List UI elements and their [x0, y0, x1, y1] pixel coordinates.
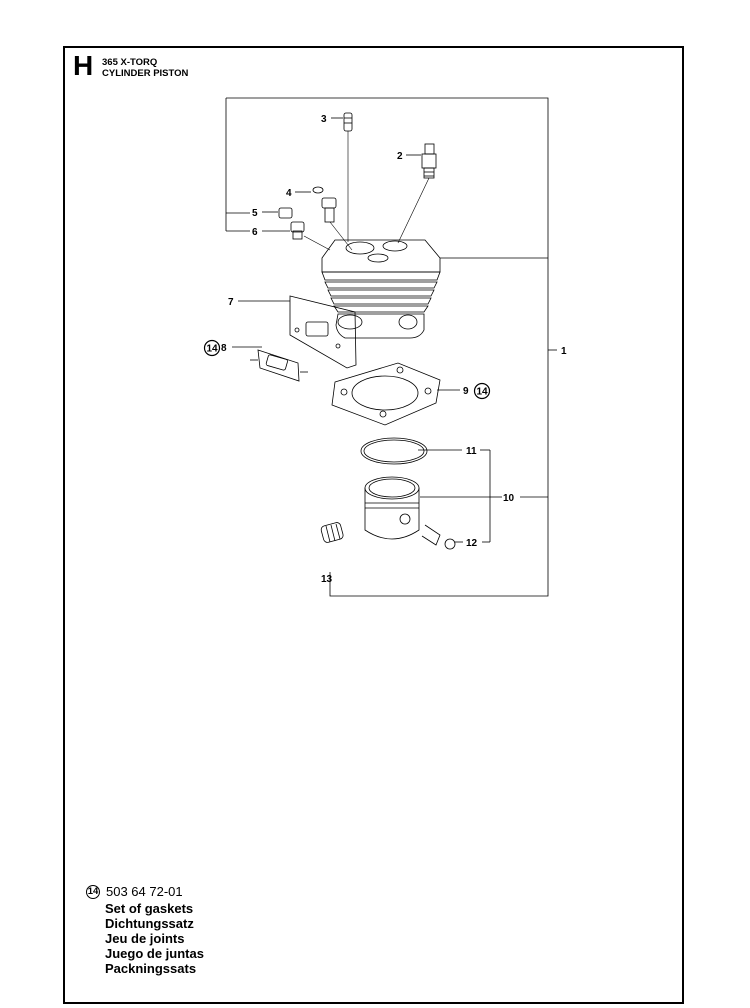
kit-name-fr: Jeu de joints	[105, 931, 185, 946]
kit-ref-badge-8: 14	[203, 339, 221, 357]
callout-10: 10	[503, 493, 515, 504]
kit-name-en: Set of gaskets	[105, 901, 194, 916]
callout-13: 13	[321, 574, 333, 585]
circlip-part	[421, 524, 456, 550]
callout-6: 6	[252, 227, 258, 238]
plug-part	[278, 207, 331, 251]
kit-name-es: Juego de juntas	[105, 946, 204, 961]
decompression-valve-part	[312, 186, 353, 251]
page-title: CYLINDER PISTON	[102, 68, 189, 79]
kit-names: Set of gaskets Dichtungssatz Jeu de join…	[105, 901, 204, 976]
page-header: 365 X-TORQ CYLINDER PISTON	[102, 57, 188, 79]
kit-ref-badge: 14	[86, 884, 100, 899]
callout-2: 2	[397, 151, 403, 162]
piston-part	[364, 476, 420, 540]
callout-4: 4	[286, 188, 292, 199]
callout-12: 12	[466, 538, 478, 549]
kit-part-row: 14 503 64 72-01	[86, 884, 204, 899]
base-gasket-part	[331, 362, 441, 426]
intake-gasket-part	[250, 349, 308, 382]
bolt-part	[343, 112, 353, 242]
kit-ref-label-8: 14	[206, 344, 218, 355]
kit-part-number: 503 64 72-01	[106, 884, 183, 899]
callout-1: 1	[561, 346, 567, 357]
callout-11: 11	[466, 446, 477, 457]
piston-ring-part	[360, 437, 428, 465]
callout-3: 3	[321, 114, 327, 125]
assembly-bracket	[226, 97, 549, 597]
model-name: 365 X-TORQ	[102, 57, 158, 68]
callout-5: 5	[252, 208, 258, 219]
callout-7: 7	[228, 297, 234, 308]
section-letter: H	[73, 50, 94, 81]
kit-ref-label-9: 14	[476, 387, 488, 398]
gasket-kit-info: 14 503 64 72-01 Set of gaskets Dichtungs…	[86, 884, 204, 976]
callout-9: 9	[463, 386, 469, 397]
callout-8: 8	[221, 343, 227, 354]
cylinder-part	[321, 239, 441, 339]
kit-name-de: Dichtungssatz	[105, 916, 194, 931]
kit-name-sv: Packningssats	[105, 961, 197, 976]
spark-plug-part	[397, 143, 437, 244]
intake-plate-part	[289, 295, 357, 369]
page-frame	[63, 46, 684, 1004]
kit-ref-badge-9: 14	[473, 382, 491, 400]
needle-bearing-part	[320, 522, 344, 543]
